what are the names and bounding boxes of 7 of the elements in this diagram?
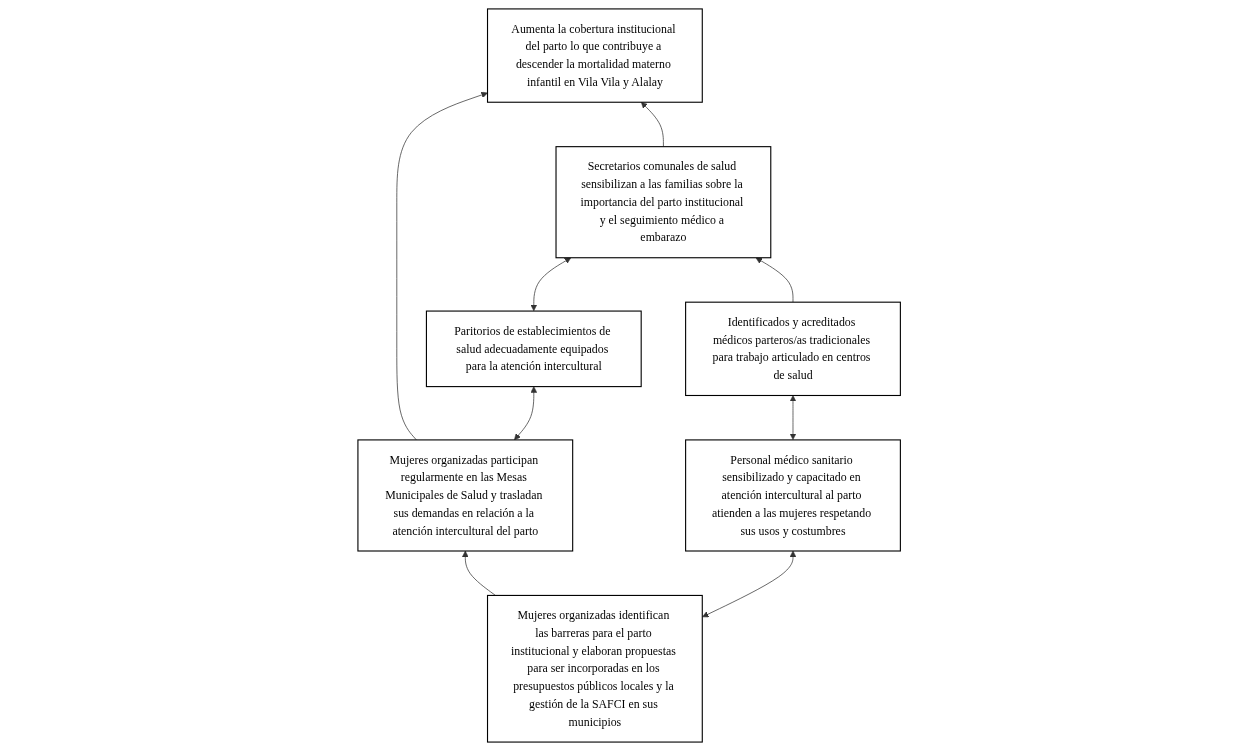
node-box: Personal médico sanitario sensibilizado y capacitado en atención intercultural al parto atienden a las mujeres respetando sus usos y costumbres [684,439,901,552]
node-box: Mujeres organizadas participan regularmente en las Mesas Municipales de Salud y trasladan sus demandas en relación a la atención intercultural del parto [357,439,574,552]
node-box: Paritorios de establecimientos de salud adecuadamente equipados para la atención intercultural [425,310,642,388]
node-box: Identificados y acreditados médicos parteros/as tradicionales para trabajo articulado en centros de salud [684,301,901,397]
node-box: Mujeres organizadas identifican las barreras para el parto institucional y elaboran propuestas para ser incorporadas en los presupuestos públicos locales y la gestión de la SAFCI en sus municipios [486,594,703,743]
node-box: Aumenta la cobertura institucional del parto lo que contribuye a descender la mortalidad materno infantil en Vila Vila y Alalay [486,8,703,103]
node-box: Secretarios comunales de salud sensibilizan a las familias sobre la importancia del parto institucional y el seguimiento médico a embarazo [555,146,772,259]
